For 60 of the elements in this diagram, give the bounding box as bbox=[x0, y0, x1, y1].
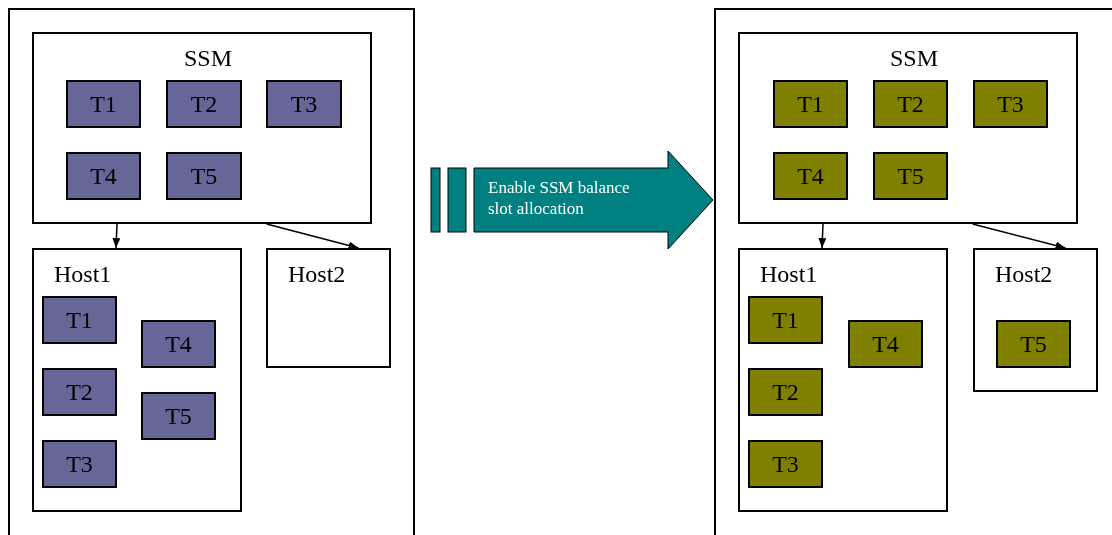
panel-frame bbox=[8, 8, 415, 535]
task-box bbox=[973, 80, 1048, 128]
task-box bbox=[773, 152, 848, 200]
task-label: T5 bbox=[1020, 332, 1047, 356]
arrow bbox=[265, 223, 360, 250]
task-box bbox=[996, 320, 1071, 368]
task-box bbox=[42, 440, 117, 488]
container-box bbox=[32, 248, 242, 512]
block-arrow bbox=[430, 150, 714, 250]
container-box bbox=[738, 32, 1078, 224]
task-box bbox=[748, 368, 823, 416]
container-box bbox=[266, 248, 391, 368]
task-label: T3 bbox=[290, 92, 318, 116]
task-label: T1 bbox=[797, 92, 824, 116]
box-heading: SSM bbox=[184, 46, 233, 70]
task-box bbox=[42, 368, 117, 416]
task-box bbox=[873, 80, 948, 128]
task-box bbox=[66, 152, 141, 200]
task-box bbox=[748, 440, 823, 488]
box-heading: Host1 bbox=[54, 262, 112, 286]
arrow bbox=[971, 223, 1067, 250]
task-box bbox=[266, 80, 342, 128]
container-box bbox=[32, 32, 372, 224]
task-box bbox=[773, 80, 848, 128]
task-box bbox=[166, 80, 242, 128]
task-label: T2 bbox=[66, 380, 93, 404]
task-label: T3 bbox=[772, 452, 799, 476]
task-label: T5 bbox=[165, 404, 192, 428]
arrow-label: Enable SSM balance slot allocation bbox=[488, 177, 631, 220]
task-box bbox=[166, 152, 242, 200]
task-label: T4 bbox=[797, 164, 824, 188]
arrow bbox=[112, 223, 121, 249]
task-label: T3 bbox=[997, 92, 1024, 116]
box-heading: Host2 bbox=[288, 262, 346, 286]
container-box bbox=[738, 248, 948, 512]
task-box bbox=[42, 296, 117, 344]
task-box bbox=[141, 392, 216, 440]
task-label: T4 bbox=[165, 332, 192, 356]
task-box bbox=[66, 80, 141, 128]
task-label: T4 bbox=[90, 164, 117, 188]
task-box bbox=[141, 320, 216, 368]
task-box bbox=[748, 296, 823, 344]
task-box bbox=[873, 152, 948, 200]
task-label: T2 bbox=[897, 92, 924, 116]
task-label: T3 bbox=[66, 452, 93, 476]
task-label: T2 bbox=[772, 380, 799, 404]
task-label: T4 bbox=[872, 332, 899, 356]
panel-frame bbox=[714, 8, 1112, 535]
task-label: T2 bbox=[190, 92, 218, 116]
container-box bbox=[973, 248, 1098, 392]
task-box bbox=[848, 320, 923, 368]
box-heading: Host2 bbox=[995, 262, 1053, 286]
task-label: T1 bbox=[90, 92, 117, 116]
task-label: T1 bbox=[772, 308, 799, 332]
task-label: T5 bbox=[897, 164, 924, 188]
task-label: T1 bbox=[66, 308, 93, 332]
arrow bbox=[818, 223, 827, 249]
task-label: T5 bbox=[190, 164, 218, 188]
box-heading: Host1 bbox=[760, 262, 818, 286]
box-heading: SSM bbox=[890, 46, 939, 70]
